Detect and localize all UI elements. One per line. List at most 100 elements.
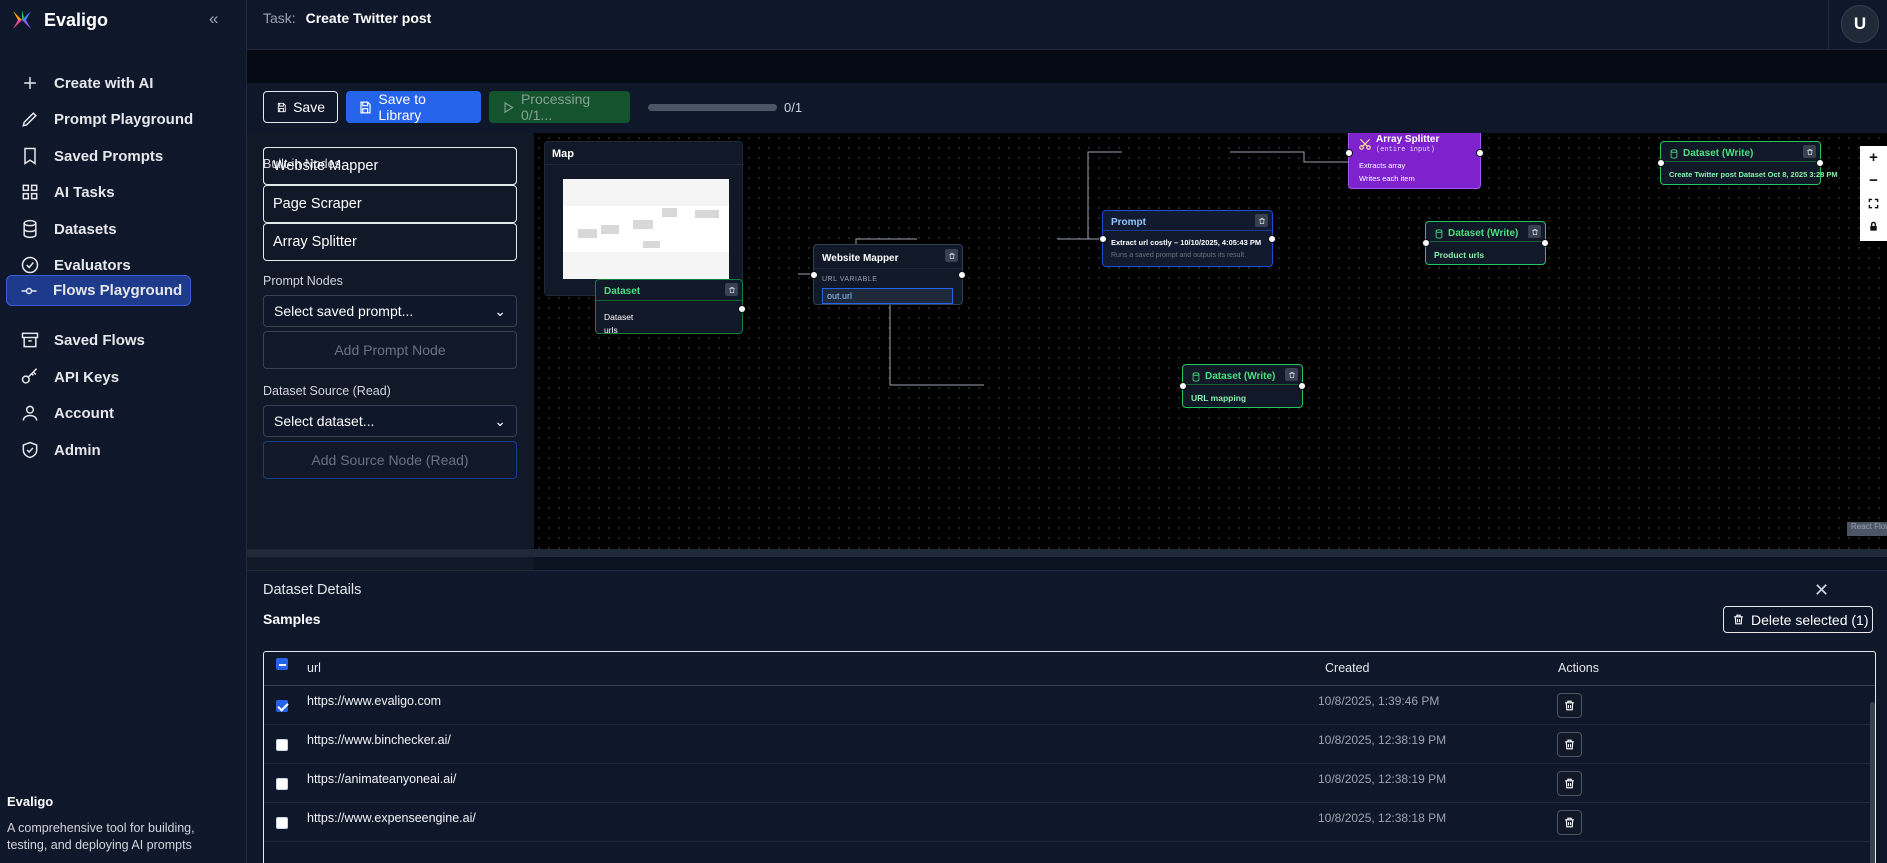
sidebar-item-create-with-ai[interactable]: Create with AI xyxy=(8,64,230,102)
sidebar-item-saved-flows[interactable]: Saved Flows xyxy=(8,321,230,359)
column-created[interactable]: Created xyxy=(1325,661,1370,675)
sidebar-item-label: API Keys xyxy=(54,368,120,386)
add-source-node-button[interactable]: Add Source Node (Read) xyxy=(263,441,517,479)
lock-button[interactable] xyxy=(1860,215,1887,238)
delete-node-button[interactable] xyxy=(1285,368,1298,381)
avatar[interactable]: U xyxy=(1841,5,1879,43)
sidebar-item-admin[interactable]: Admin xyxy=(8,431,230,469)
prompt-select[interactable]: Select saved prompt... ⌄ xyxy=(263,295,517,327)
processing-button[interactable]: Processing 0/1... xyxy=(489,91,630,123)
scrollbar-thumb[interactable] xyxy=(1870,702,1875,863)
output-handle[interactable] xyxy=(1541,239,1549,247)
save-button[interactable]: Save xyxy=(263,91,338,123)
dataset-source-heading: Dataset Source (Read) xyxy=(263,384,391,398)
save-icon xyxy=(277,102,286,112)
node-title-text: Dataset (Write) xyxy=(1448,228,1519,239)
row-checkbox[interactable] xyxy=(276,700,288,712)
trash-icon xyxy=(1565,817,1574,828)
table-scrollbar[interactable] xyxy=(1870,686,1875,863)
sidebar-item-evaluators[interactable]: Evaluators xyxy=(8,246,230,284)
node-array-splitter[interactable]: Array Splitter (entire input) ✕ Extracts… xyxy=(1345,133,1484,189)
table-row[interactable]: https://www.evaligo.com 10/8/2025, 1:39:… xyxy=(264,686,1875,725)
collapse-sidebar-icon[interactable]: « xyxy=(209,9,219,28)
node-prompt[interactable]: Prompt Extract url costly – 10/10/2025, … xyxy=(1099,210,1276,267)
delete-selected-button[interactable]: Delete selected (1) xyxy=(1723,606,1873,633)
minimap-panel[interactable]: Map xyxy=(544,141,744,296)
node-text: Create Twitter post Dataset Oct 8, 2025 … xyxy=(1669,170,1838,179)
output-handle[interactable] xyxy=(1476,149,1484,157)
minimap-node xyxy=(695,210,719,218)
progress-label: 0/1 xyxy=(784,100,803,115)
prompt-name: Extract url costly – 10/10/2025, 4:05:43… xyxy=(1111,238,1262,247)
sidebar-item-ai-tasks[interactable]: AI Tasks xyxy=(8,173,230,211)
row-checkbox[interactable] xyxy=(276,778,288,790)
input-handle[interactable] xyxy=(810,271,818,279)
node-website-mapper[interactable]: Website Mapper xyxy=(263,147,517,185)
row-created: 10/8/2025, 12:38:19 PM xyxy=(1318,772,1447,786)
input-handle[interactable] xyxy=(1099,235,1107,243)
brand[interactable]: Evaligo xyxy=(10,6,108,34)
zoom-out-button[interactable]: − xyxy=(1869,172,1878,189)
input-handle[interactable] xyxy=(1345,149,1353,157)
node-website-mapper[interactable]: Website Mapper URL VARIABLE out.url xyxy=(810,244,966,305)
output-handle[interactable] xyxy=(738,305,746,313)
flow-canvas[interactable]: Map Dataset Dataset urls Website Mapper xyxy=(534,133,1887,549)
node-dataset-write-product[interactable]: Dataset (Write) Product urls xyxy=(1422,221,1549,265)
node-dataset-write-mapping[interactable]: Dataset (Write) URL mapping xyxy=(1179,364,1306,408)
select-all-checkbox[interactable] xyxy=(276,658,288,670)
table-row[interactable]: https://animateanyoneai.ai/ 10/8/2025, 1… xyxy=(264,764,1875,803)
delete-row-button[interactable] xyxy=(1557,732,1582,757)
table-row[interactable]: https://www.binchecker.ai/ 10/8/2025, 12… xyxy=(264,725,1875,764)
header-strip xyxy=(247,50,1887,83)
node-dataset-write-twitter[interactable]: Dataset (Write) Create Twitter post Data… xyxy=(1657,141,1838,185)
sidebar-item-label: Datasets xyxy=(54,220,117,238)
top-bar: Task: Create Twitter post U xyxy=(247,0,1887,50)
column-url[interactable]: url xyxy=(307,661,321,675)
close-icon[interactable]: ✕ xyxy=(1814,580,1830,600)
minimap-view[interactable] xyxy=(563,179,729,279)
delete-node-button[interactable] xyxy=(1528,225,1541,238)
dataset-select-value: Select dataset... xyxy=(274,413,375,429)
sidebar-item-saved-prompts[interactable]: Saved Prompts xyxy=(8,137,230,175)
shield-check-icon xyxy=(22,441,38,459)
resize-divider[interactable] xyxy=(247,549,1887,557)
delete-row-button[interactable] xyxy=(1557,771,1582,796)
sidebar-item-flows-playground[interactable]: Flows Playground xyxy=(6,275,191,306)
output-handle[interactable] xyxy=(958,271,966,279)
fit-view-button[interactable] xyxy=(1860,192,1887,215)
delete-node-button[interactable] xyxy=(945,249,958,262)
dataset-select[interactable]: Select dataset... ⌄ xyxy=(263,405,517,437)
sidebar-item-account[interactable]: Account xyxy=(8,394,230,432)
attribution-link[interactable]: React Flow xyxy=(1847,522,1887,536)
delete-row-button[interactable] xyxy=(1557,810,1582,835)
input-handle[interactable] xyxy=(1657,159,1665,167)
delete-row-button[interactable] xyxy=(1557,693,1582,718)
delete-node-button[interactable] xyxy=(1255,214,1268,227)
node-array-splitter[interactable]: Array Splitter xyxy=(263,223,517,261)
input-handle[interactable] xyxy=(1179,382,1187,390)
sidebar-item-prompt-playground[interactable]: Prompt Playground xyxy=(8,100,230,138)
input-handle[interactable] xyxy=(1422,239,1430,247)
sidebar-item-datasets[interactable]: Datasets xyxy=(8,210,230,248)
zoom-in-button[interactable]: + xyxy=(1869,149,1878,166)
url-variable-label: URL VARIABLE xyxy=(822,276,878,283)
divider xyxy=(1661,161,1820,162)
save-to-library-button[interactable]: Save to Library xyxy=(346,91,481,123)
footer-title: Evaligo xyxy=(7,794,54,809)
minimap-node xyxy=(633,220,653,229)
output-handle[interactable] xyxy=(1268,235,1276,243)
table-row[interactable]: https://www.expenseengine.ai/ 10/8/2025,… xyxy=(264,803,1875,842)
add-prompt-node-button[interactable]: Add Prompt Node xyxy=(263,331,517,369)
sidebar-item-api-keys[interactable]: API Keys xyxy=(8,358,230,396)
output-handle[interactable] xyxy=(1298,382,1306,390)
delete-node-button[interactable] xyxy=(725,283,738,296)
output-handle[interactable] xyxy=(1816,159,1824,167)
node-page-scraper[interactable]: Page Scraper xyxy=(263,185,517,223)
node-text: URL mapping xyxy=(1191,393,1247,403)
row-checkbox[interactable] xyxy=(276,739,288,751)
node-dataset-source[interactable]: Dataset Dataset urls xyxy=(595,279,746,335)
url-variable-input[interactable]: out.url xyxy=(822,288,953,304)
delete-node-button[interactable] xyxy=(1803,145,1816,158)
flow-icon xyxy=(21,287,37,294)
row-checkbox[interactable] xyxy=(276,817,288,829)
